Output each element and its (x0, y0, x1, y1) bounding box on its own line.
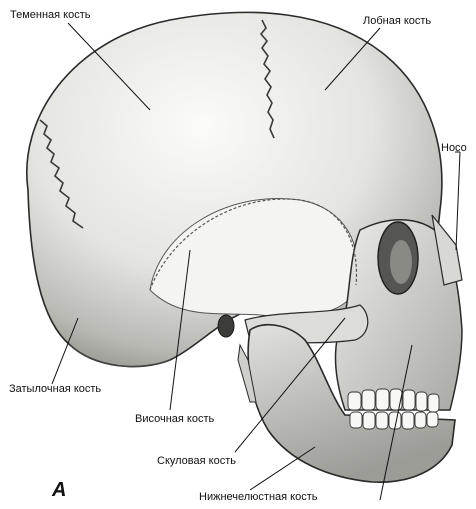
figure-letter: А (52, 480, 66, 500)
external-acoustic-meatus (218, 315, 234, 337)
label-nasal-bone: Носо (441, 143, 467, 154)
label-temporal-bone: Височная кость (135, 414, 214, 425)
label-frontal-bone: Лобная кость (363, 16, 431, 27)
label-parietal-bone: Теменная кость (10, 10, 91, 21)
label-zygomatic-bone: Скуловая кость (157, 456, 236, 467)
label-occipital-bone: Затылочная кость (9, 384, 101, 395)
label-mandible: Нижнечелюстная кость (199, 492, 318, 503)
